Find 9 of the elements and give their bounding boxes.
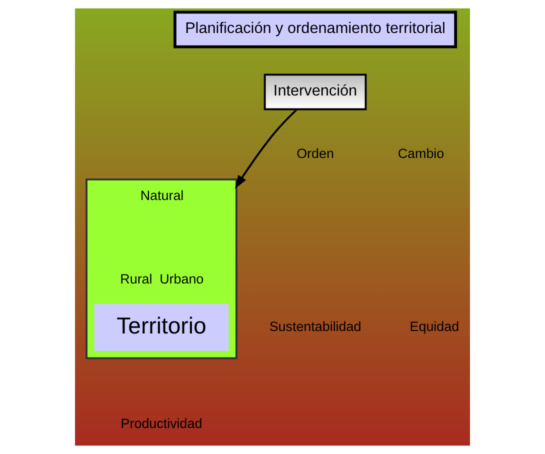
node-box: Planificación y ordenamiento territorial bbox=[174, 10, 458, 48]
label: Equidad bbox=[410, 318, 460, 334]
label: Productividad bbox=[120, 416, 202, 432]
label: Orden bbox=[296, 146, 334, 161]
label: Cambio bbox=[398, 146, 444, 161]
arrow bbox=[234, 108, 298, 189]
node-box: Intervención bbox=[264, 74, 367, 110]
node-box: Territorio bbox=[94, 304, 229, 351]
label: Sustentabilidad bbox=[269, 318, 362, 334]
